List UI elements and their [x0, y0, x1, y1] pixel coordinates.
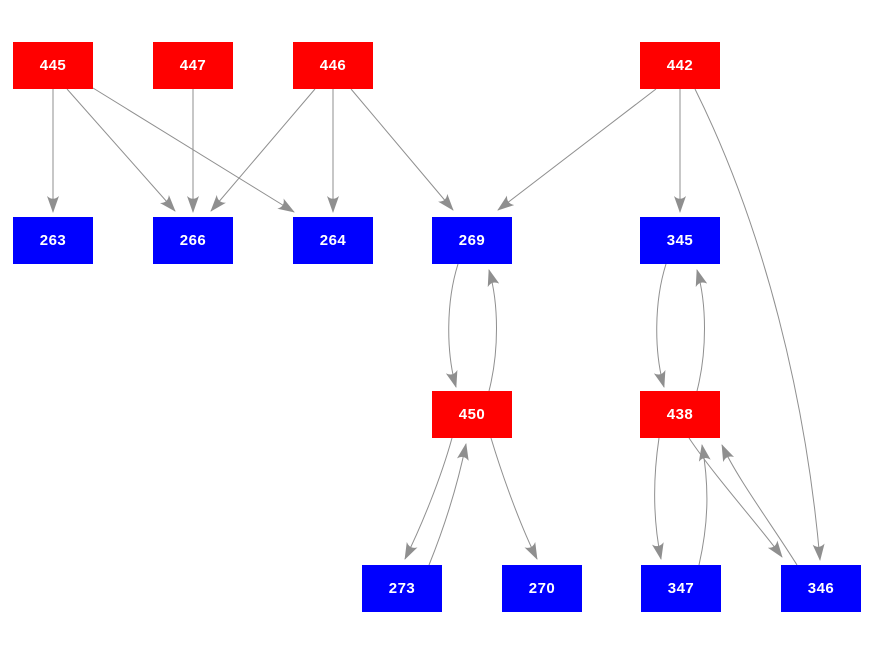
graph-node-266: 266: [153, 217, 233, 264]
edges-group: [47, 87, 825, 566]
graph-node-label: 446: [319, 57, 347, 74]
graph-node-447: 447: [153, 42, 233, 89]
graph-node-346: 346: [781, 565, 861, 612]
graph-node-label: 266: [179, 232, 207, 249]
graph-node-263: 263: [13, 217, 93, 264]
graph-node-273: 273: [362, 565, 442, 612]
edge-450-to-273: [404, 437, 453, 560]
graph-node-label: 346: [807, 580, 835, 597]
edge-438-to-346: [688, 437, 783, 558]
graph-node-label: 450: [458, 406, 486, 423]
edge-445-to-266: [66, 88, 176, 212]
edge-442-to-346: [694, 88, 825, 561]
graph-node-label: 273: [388, 580, 416, 597]
graph-node-label: 264: [319, 232, 347, 249]
edge-269-to-450: [445, 263, 459, 388]
graph-node-label: 347: [667, 580, 695, 597]
graph-node-label: 263: [39, 232, 67, 249]
graph-node-442: 442: [640, 42, 720, 89]
edge-446-to-269: [350, 88, 454, 211]
graph-node-446: 446: [293, 42, 373, 89]
graph-node-label: 269: [458, 232, 486, 249]
edge-346-to-438: [721, 444, 798, 566]
graph-node-label: 438: [666, 406, 694, 423]
graph-node-label: 445: [39, 57, 67, 74]
graph-node-270: 270: [502, 565, 582, 612]
edge-347-to-438: [698, 444, 711, 566]
graph-node-347: 347: [641, 565, 721, 612]
edge-442-to-269: [497, 88, 657, 211]
edge-450-to-269: [487, 269, 500, 392]
edge-273-to-450: [428, 443, 469, 566]
graph-node-label: 345: [666, 232, 694, 249]
graph-node-label: 442: [666, 57, 694, 74]
graph-node-445: 445: [13, 42, 93, 89]
edge-446-to-266: [210, 88, 316, 212]
edge-438-to-347: [651, 437, 664, 560]
edge-345-to-438: [653, 263, 667, 388]
graph-node-264: 264: [293, 217, 373, 264]
graph-node-label: 270: [528, 580, 556, 597]
graph-node-450: 450: [432, 391, 512, 438]
edge-450-to-270: [490, 437, 538, 560]
graph-node-label: 447: [179, 57, 207, 74]
graph-node-345: 345: [640, 217, 720, 264]
graph-node-438: 438: [640, 391, 720, 438]
graph-node-269: 269: [432, 217, 512, 264]
edge-438-to-345: [695, 269, 708, 392]
